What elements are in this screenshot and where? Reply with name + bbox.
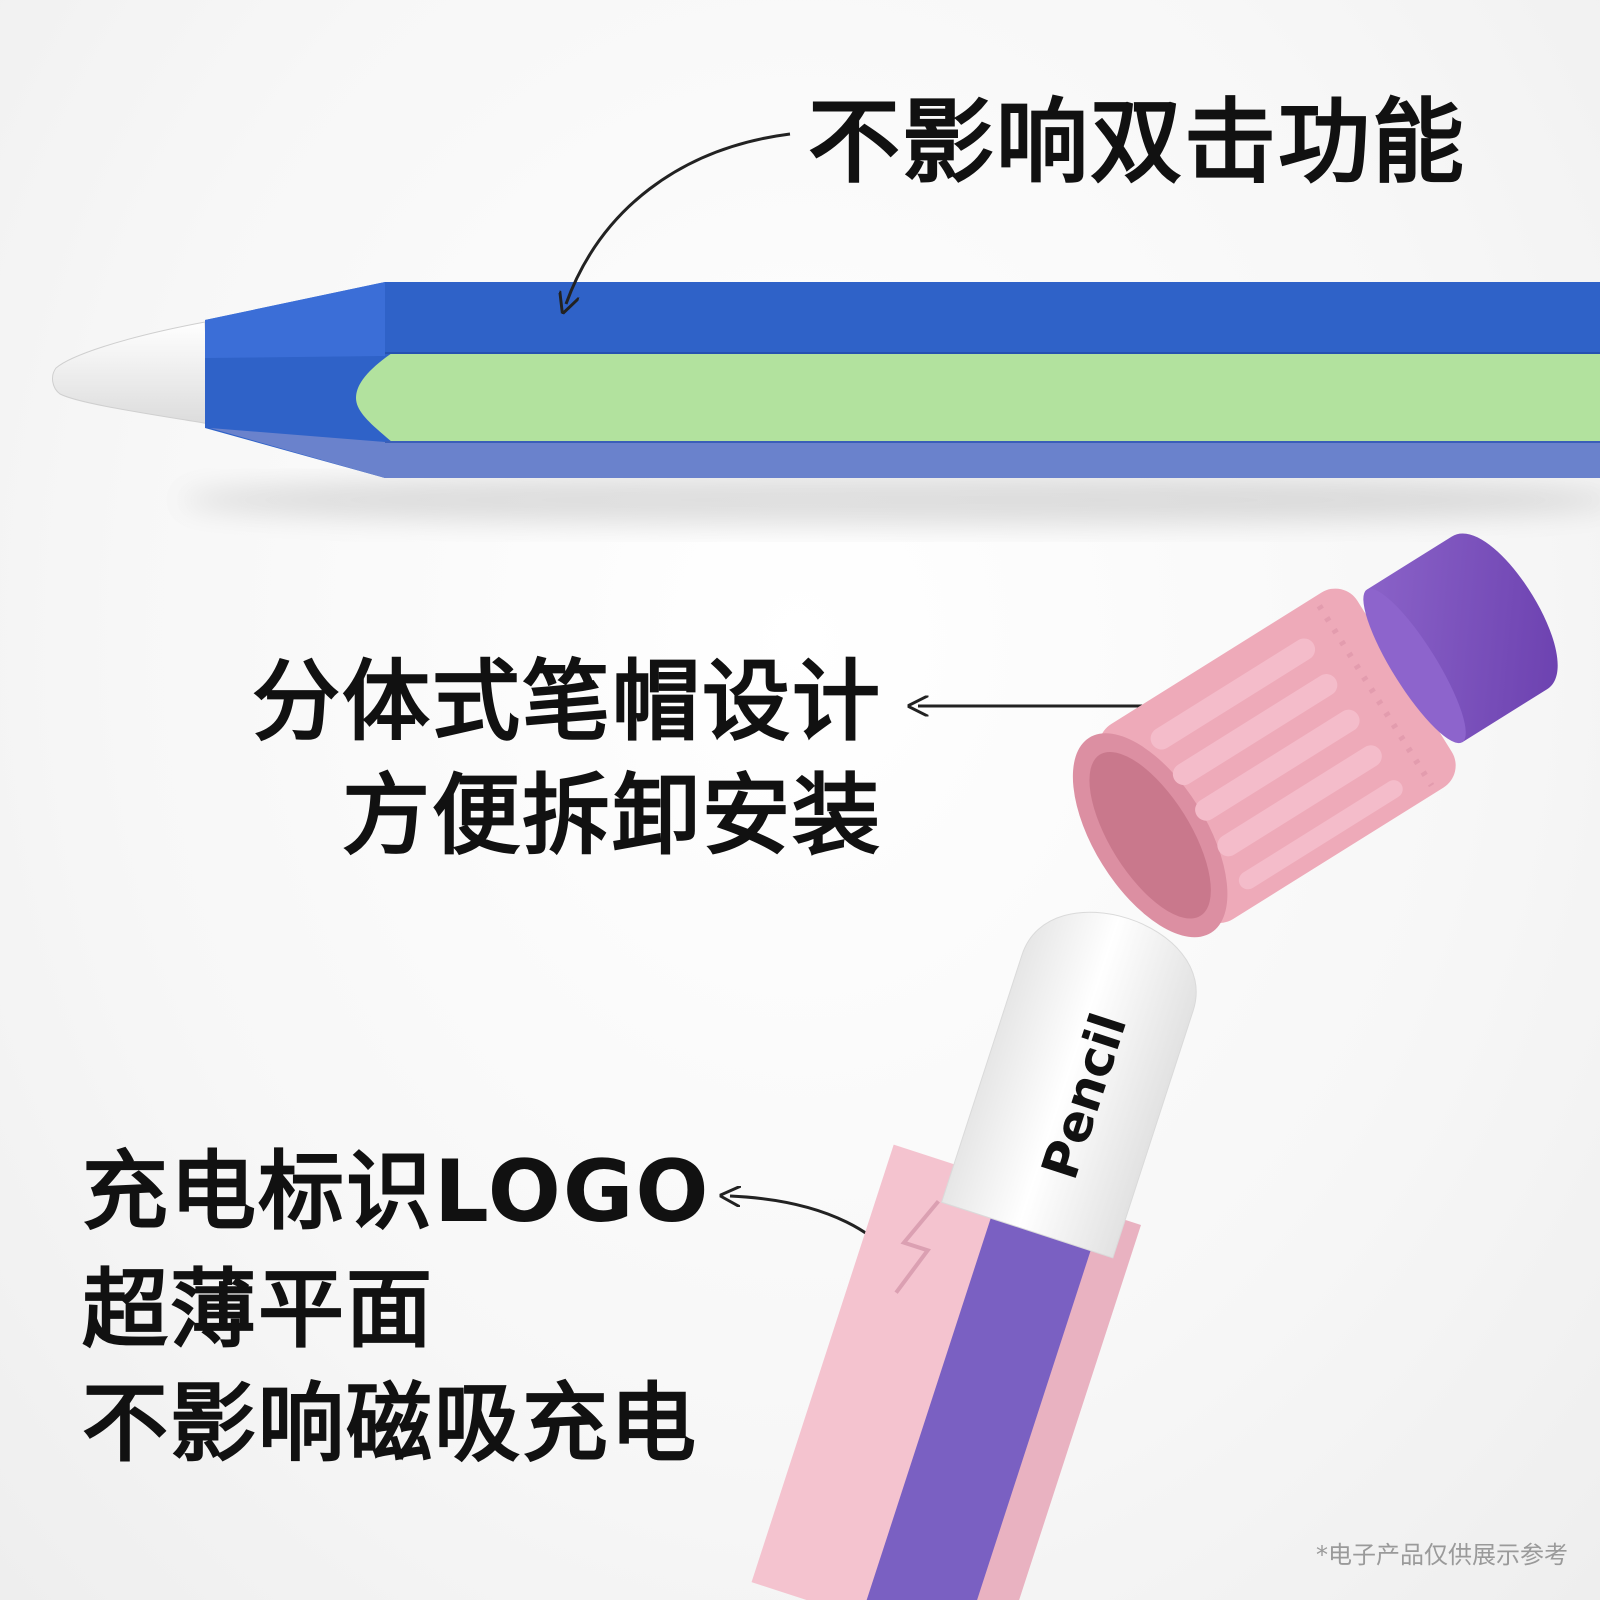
purple-stripe xyxy=(860,1180,1108,1600)
callout-cap-design-line2: 方便拆卸安装 xyxy=(341,764,882,867)
purple-cap-top xyxy=(1363,533,1558,744)
callout-double-tap: 不影响双击功能 xyxy=(808,89,1467,196)
callout-logo-line3: 不影响磁吸充电 xyxy=(82,1374,698,1474)
pencil-tip xyxy=(52,321,211,425)
lightning-mark xyxy=(894,1199,940,1294)
arrow-double-tap xyxy=(566,132,791,304)
pink-cap xyxy=(1072,588,1456,938)
blue-pencil xyxy=(52,282,1600,526)
callout-logo-line1: 充电标识LOGO xyxy=(82,1142,711,1242)
green-stripe xyxy=(356,353,1600,442)
disclaimer-text: *电子产品仅供展示参考 xyxy=(1316,1541,1568,1569)
callout-logo-line2: 超薄平面 xyxy=(82,1260,434,1360)
white-pencil-end xyxy=(941,911,1197,1259)
callout-cap-design-line1: 分体式笔帽设计 xyxy=(251,650,882,753)
pink-purple-pencil: Pencil xyxy=(751,533,1558,1600)
